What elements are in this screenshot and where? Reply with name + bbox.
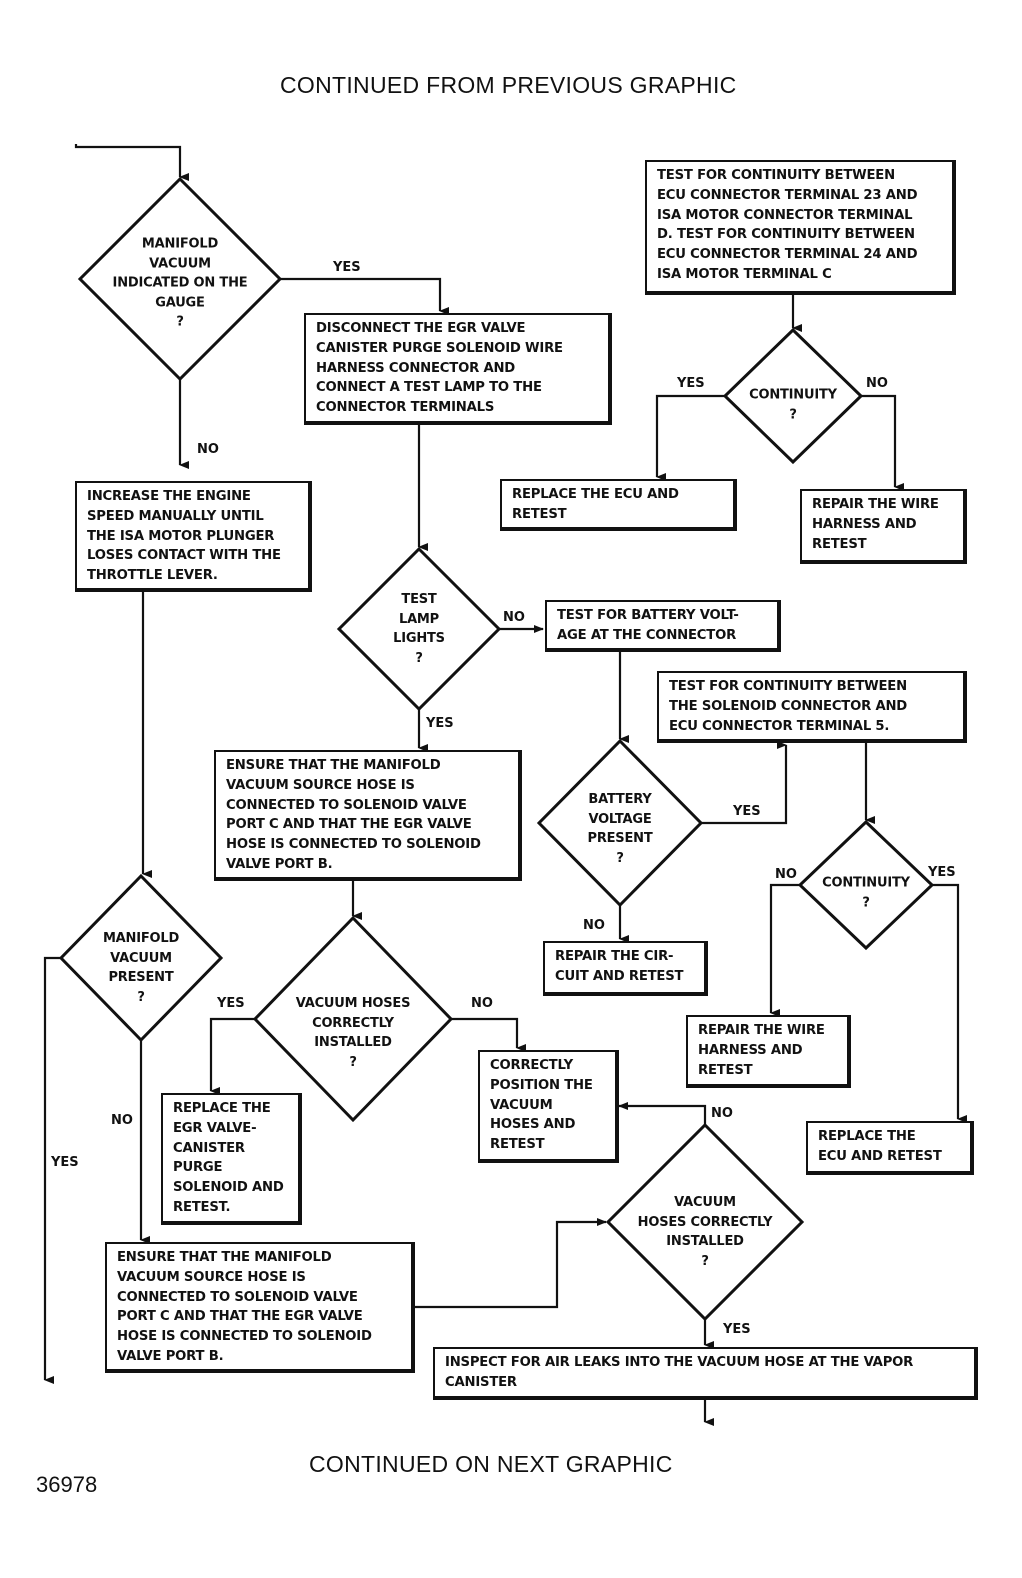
diamond-text-continuity-2: CONTINUITY ? (822, 875, 910, 911)
box-increase-engine-speed: INCREASE THE ENGINE SPEED MANUALLY UNTIL… (75, 481, 312, 592)
label-no-continuity-2: NO (775, 867, 797, 882)
connector-hoses2-no (618, 1102, 707, 1125)
label-no-battery: NO (583, 918, 605, 933)
diamond-vacuum-hoses-1 (252, 915, 454, 1123)
connector-entry (74, 144, 189, 181)
box-inspect-air-leaks: INSPECT FOR AIR LEAKS INTO THE VACUUM HO… (433, 1347, 978, 1400)
box-replace-ecu-1: REPLACE THE ECU AND RETEST (500, 479, 737, 531)
box-test-continuity-terminal-23: TEST FOR CONTINUITY BETWEEN ECU CONNECTO… (645, 160, 956, 295)
footer-continued-on: CONTINUED ON NEXT GRAPHIC (309, 1451, 673, 1477)
connector-continuity2-yes (932, 883, 967, 1123)
label-no-gauge: NO (197, 442, 219, 457)
box-replace-ecu-2: REPLACE THE ECU AND RETEST (806, 1121, 974, 1175)
label-yes-hoses-2: YES (723, 1322, 751, 1337)
diamond-text-vacuum-hoses-1: VACUUM HOSES CORRECTLY INSTALLED ? (295, 996, 411, 1070)
connector-gauge-yes (280, 277, 449, 315)
diamond-continuity-2 (797, 819, 935, 951)
connector-hoses1-yes (209, 1017, 255, 1095)
connector-continuity1-yes (655, 394, 725, 481)
label-no-hoses-2: NO (711, 1106, 733, 1121)
label-yes-test-lamp: YES (426, 716, 454, 731)
diamond-continuity-1 (722, 327, 864, 465)
box-repair-wire-harness-2: REPAIR THE WIRE HARNESS AND RETEST (686, 1015, 851, 1088)
label-no-continuity-1: NO (866, 376, 888, 391)
connector-battery-yes (701, 741, 788, 825)
label-no-manifold-present: NO (111, 1113, 133, 1128)
box-test-continuity-terminal-5: TEST FOR CONTINUITY BETWEEN THE SOLENOID… (657, 671, 967, 743)
box-correctly-position-hoses: CORRECTLY POSITION THE VACUUM HOSES AND … (478, 1050, 619, 1163)
label-yes-hoses-1: YES (217, 996, 245, 1011)
connector-ensure2-to-hoses2 (415, 1218, 607, 1309)
diamond-text-manifold-vacuum-gauge: MANIFOLD VACUUM INDICATED ON THE GAUGE ? (112, 236, 248, 330)
label-no-hoses-1: NO (471, 996, 493, 1011)
diamond-text-manifold-vacuum-present: MANIFOLD VACUUM PRESENT ? (102, 931, 180, 1005)
diamond-text-test-lamp: TEST LAMP LIGHTS ? (393, 592, 445, 666)
connector-hoses1-no (451, 1017, 526, 1052)
connector-continuity2-no (769, 883, 800, 1017)
box-replace-egr-valve: REPLACE THE EGR VALVE- CANISTER PURGE SO… (161, 1093, 302, 1225)
label-yes-gauge: YES (333, 260, 361, 275)
label-yes-continuity-2: YES (928, 865, 956, 880)
diamond-text-continuity-1: CONTINUITY ? (749, 387, 837, 423)
box-ensure-hose-2: ENSURE THAT THE MANIFOLD VACUUM SOURCE H… (105, 1242, 415, 1373)
label-yes-battery: YES (733, 804, 761, 819)
box-disconnect-egr: DISCONNECT THE EGR VALVE CANISTER PURGE … (304, 313, 612, 425)
header-continued-from: CONTINUED FROM PREVIOUS GRAPHIC (280, 72, 737, 98)
diamond-text-vacuum-hoses-2: VACUUM HOSES CORRECTLY INSTALLED ? (637, 1195, 773, 1269)
box-repair-circuit: REPAIR THE CIR- CUIT AND RETEST (543, 941, 708, 996)
box-test-battery-voltage: TEST FOR BATTERY VOLT- AGE AT THE CONNEC… (545, 600, 781, 652)
connector-manifold-present-yes (43, 956, 61, 1384)
figure-number: 36978 (36, 1472, 98, 1497)
diamond-text-battery-voltage: BATTERY VOLTAGE PRESENT ? (587, 792, 653, 866)
label-no-test-lamp: NO (503, 610, 525, 625)
box-repair-wire-harness-1: REPAIR THE WIRE HARNESS AND RETEST (800, 489, 967, 564)
box-ensure-hose-1: ENSURE THAT THE MANIFOLD VACUUM SOURCE H… (214, 750, 522, 881)
connector-continuity1-no (861, 394, 904, 491)
label-yes-continuity-1: YES (677, 376, 705, 391)
label-yes-manifold-present: YES (51, 1155, 79, 1170)
